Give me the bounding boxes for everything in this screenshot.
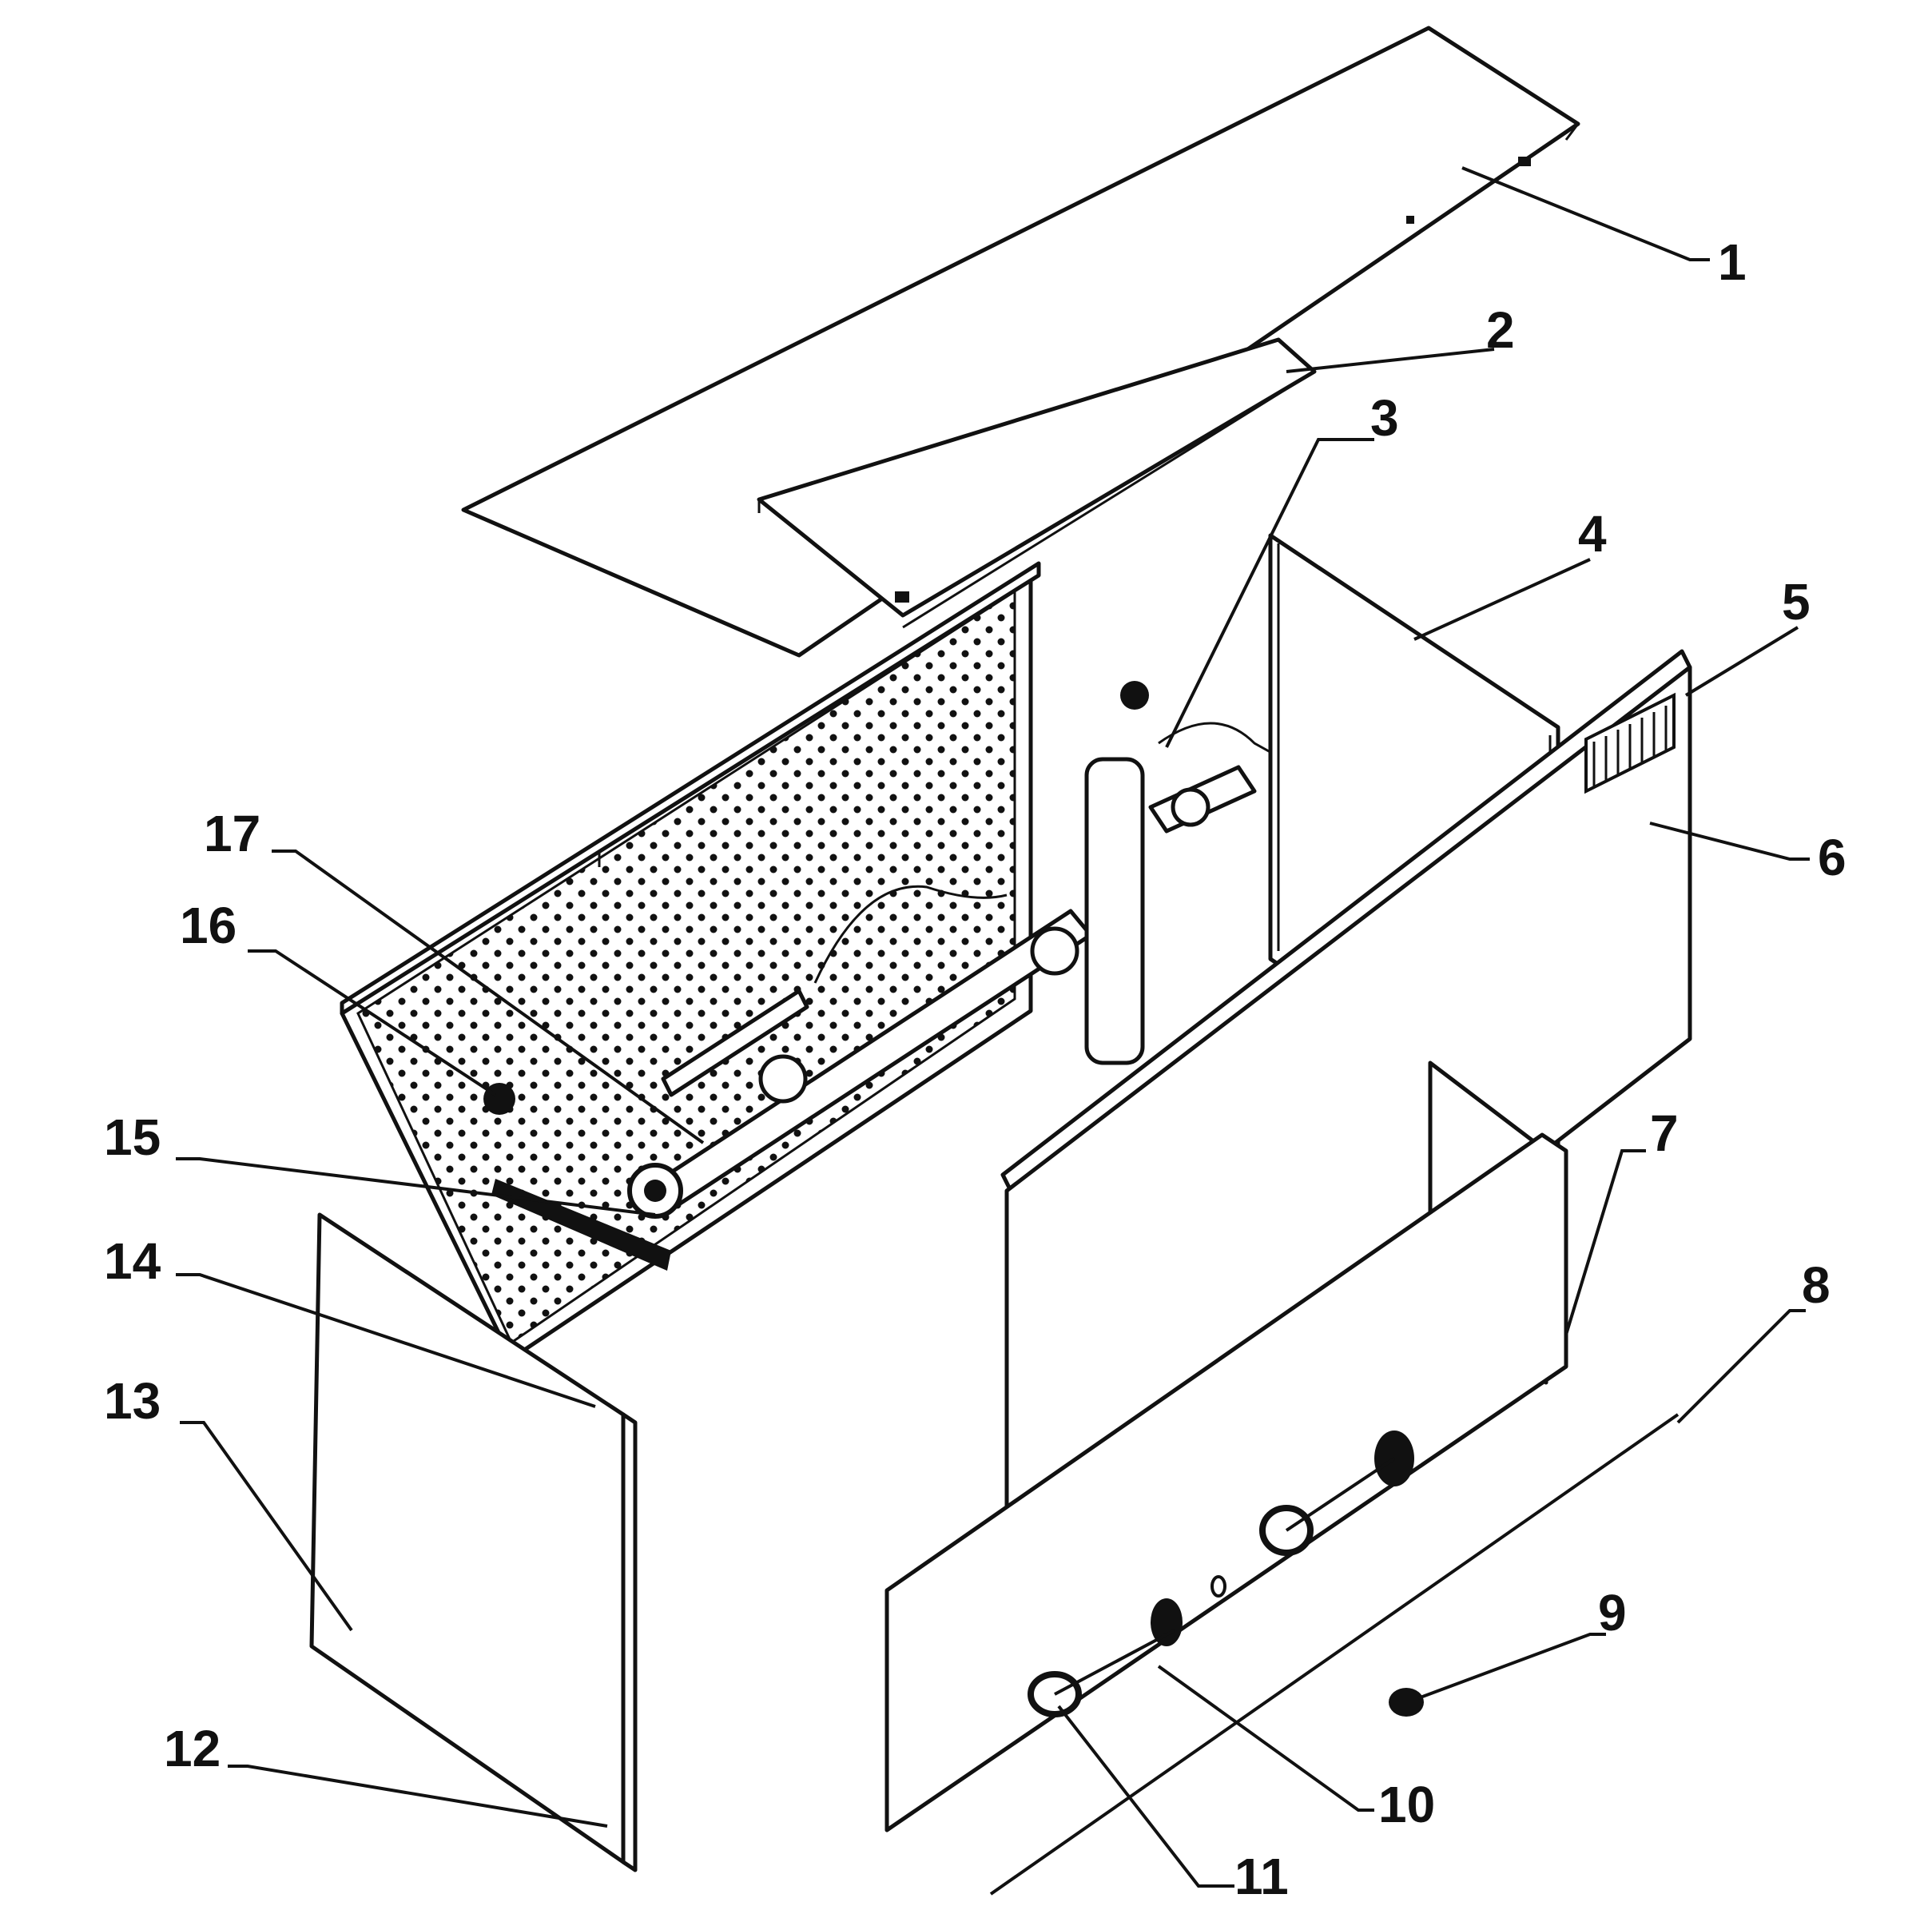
part-label-1: 1 [1718,233,1747,291]
part-label-10: 10 [1378,1776,1435,1833]
top-lid-plate [461,26,1580,658]
left-side-panel [309,1212,638,1872]
lower-cabinet-body [885,1060,1568,1832]
part-label-12: 12 [164,1720,221,1777]
inner-top-plate [757,337,1317,629]
part-label-13: 13 [104,1372,161,1430]
ventilation-grille [1584,692,1676,794]
front-panel-with-grille [1004,665,1692,1569]
part-label-4: 4 [1578,505,1607,563]
part-labels: 1 2 3 4 5 6 7 8 9 10 11 12 13 14 15 16 1… [104,233,1847,1905]
small-fastener [1389,1688,1424,1717]
long-pull-bar [989,1413,1680,1896]
part-label-6: 6 [1818,829,1847,886]
part-label-11: 11 [1234,1848,1289,1905]
part-label-8: 8 [1802,1256,1831,1314]
part-label-14: 14 [104,1232,161,1290]
left-cabinet-section [340,561,1041,1361]
part-label-5: 5 [1782,573,1811,631]
part-label-3: 3 [1370,389,1399,447]
horizontal-tube-assembly [627,909,1093,1219]
part-label-17: 17 [204,805,260,862]
part-label-2: 2 [1486,301,1515,359]
part-label-7: 7 [1650,1104,1679,1162]
part-label-15: 15 [104,1108,161,1166]
part-label-9: 9 [1598,1584,1627,1641]
handle-hardware [1028,1431,1414,1717]
valve-pipe-assembly [661,681,1327,1097]
leader-lines [176,166,1810,1888]
part-label-16: 16 [180,897,237,954]
